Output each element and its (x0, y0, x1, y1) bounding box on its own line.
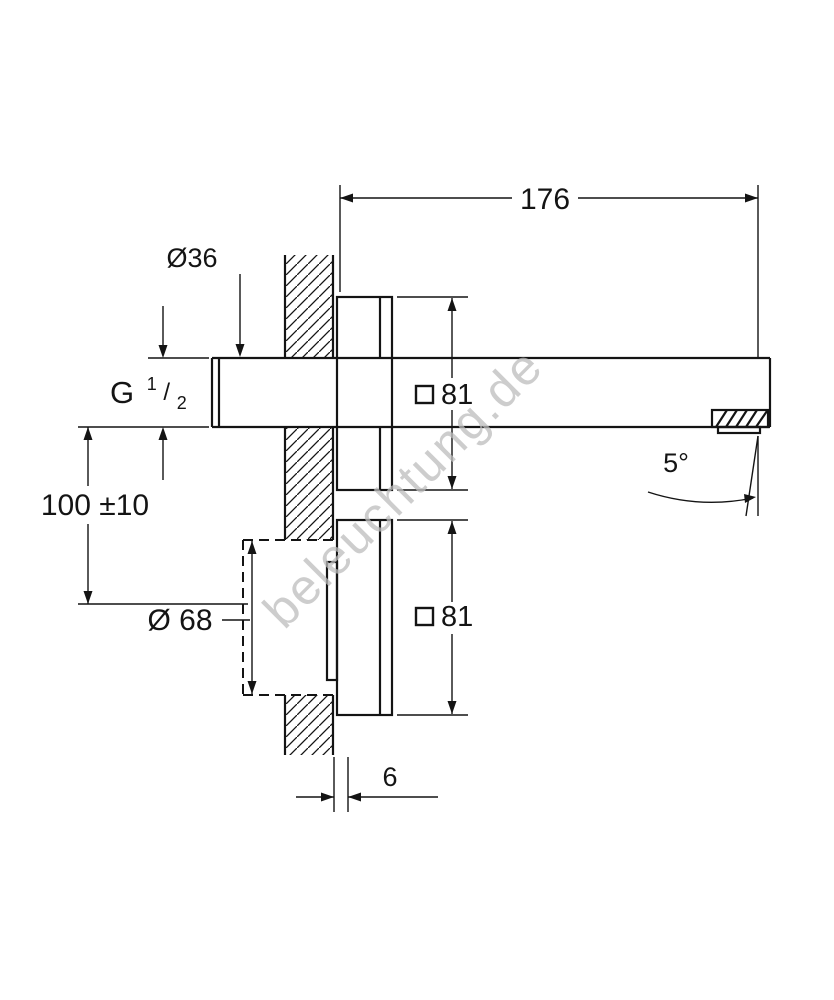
aerator (710, 408, 770, 435)
label-spout-diameter: Ø36 (166, 243, 217, 273)
dimension-lines-recess-diameter (222, 541, 253, 694)
top-mounting-plate (335, 295, 394, 492)
label-spout-length: 176 (520, 183, 570, 216)
dimension-arrows (83, 193, 758, 802)
dimension-lines-spray-angle (647, 435, 759, 517)
wall-section (283, 255, 335, 755)
label-spray-angle: 5° (663, 448, 689, 478)
recess-outline (242, 539, 333, 696)
square-symbol-icon (414, 384, 435, 405)
spout-body (210, 356, 772, 429)
dimension-lines-wall-offset (296, 757, 438, 812)
valve-body (325, 560, 339, 682)
dimension-lines-spout-length (339, 185, 759, 358)
label-thread-size: G 1 / 2 (110, 362, 187, 413)
label-plate-size-bottom: 81 (441, 601, 473, 633)
dimension-lines-plate-bottom (397, 519, 468, 716)
label-recess-diameter: Ø 68 (147, 604, 212, 637)
label-vertical-distance: 100 ±10 (41, 489, 149, 522)
dimension-lines-plate-top (397, 296, 468, 491)
label-plate-size-top: 81 (441, 379, 473, 411)
dimension-lines-thread (148, 306, 209, 480)
square-symbol-icon (414, 606, 435, 627)
label-wall-offset: 6 (382, 762, 397, 792)
